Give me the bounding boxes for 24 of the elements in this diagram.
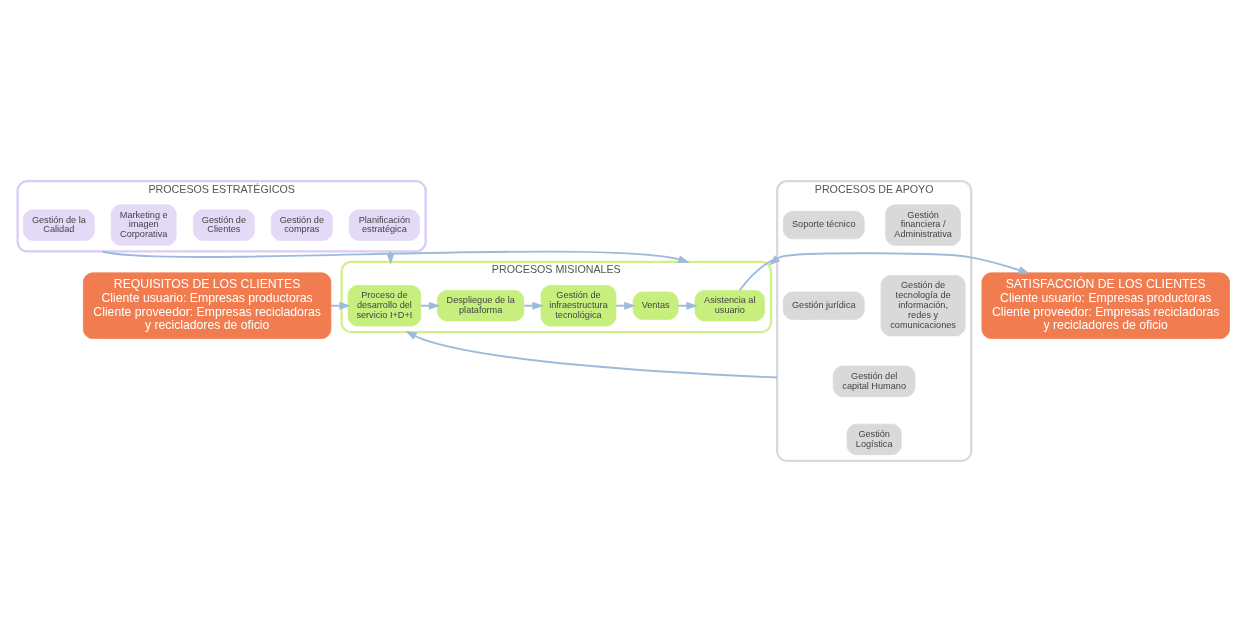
node-box: Planificación estratégica <box>348 208 420 241</box>
arrow <box>677 301 698 310</box>
node-box: Ventas <box>632 291 679 320</box>
node-box: Gestión de compras <box>270 208 333 241</box>
arrow <box>419 301 441 310</box>
arrow <box>405 330 779 378</box>
arrow <box>523 301 544 310</box>
node-box: REQUISITOS DE LOS CLIENTES Cliente usuario: Empresas productoras Cliente proveedor: Empresas recicladoras y recicladores de oficio <box>82 272 332 339</box>
node-box: Gestión de tecnología de información, redes y comunicaciones <box>880 274 966 336</box>
node-box: Gestión financiera / Administrativa <box>885 204 961 246</box>
node-box: Asistencia al usuario <box>694 289 765 321</box>
node-box: SATISFACCIÓN DE LOS CLIENTES Cliente usuario: Empresas productoras Cliente proveedor: Empresas recicladoras y recicladores de oficio <box>981 272 1230 339</box>
node-box: Gestión del capital Humano <box>832 365 916 397</box>
node-box: Gestión jurídica <box>782 291 865 320</box>
arrow <box>615 301 636 310</box>
node-box: Gestión de la Calidad <box>22 208 95 241</box>
node-box: Proceso de desarrollo del servicio I+D+I <box>347 284 422 326</box>
node-box: Gestión Logística <box>846 423 902 455</box>
node-box: Despliegue de la plataforma <box>437 289 525 321</box>
arrow <box>738 251 1030 291</box>
node-box: Soporte técnico <box>782 210 865 239</box>
node-box: Gestión de Clientes <box>193 208 255 241</box>
node-box: Gestión de infraestructura tecnológica <box>540 284 617 326</box>
node-box: Marketing e imagen Corporativa <box>110 204 177 246</box>
